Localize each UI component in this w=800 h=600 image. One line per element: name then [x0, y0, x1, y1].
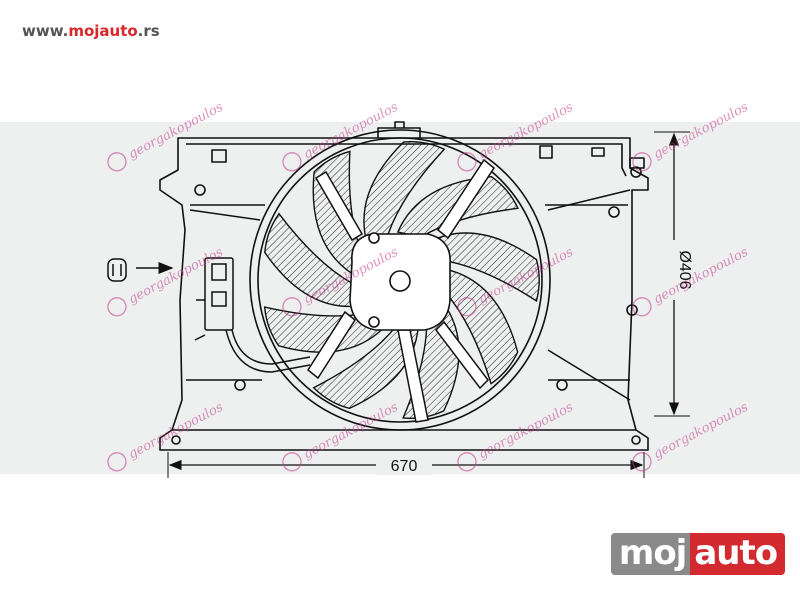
diameter-dimension-label: Ø406: [676, 250, 693, 289]
watermark-logo-icon: [632, 297, 652, 317]
watermark-logo-icon: [282, 297, 302, 317]
fan-struts: [189, 158, 631, 423]
site-url[interactable]: www.mojauto.rs: [22, 22, 160, 40]
watermark-logo-icon: [107, 297, 127, 317]
fan-blade: [363, 141, 446, 246]
watermark-logo-icon: [107, 452, 127, 472]
site-url-brand: mojauto: [68, 22, 138, 40]
plug-connector-icon: [107, 258, 127, 282]
watermark-logo-icon: [457, 152, 477, 172]
diameter-dimension: Ø406: [654, 131, 693, 417]
width-dimension: 670: [167, 452, 645, 478]
watermark-logo-icon: [632, 452, 652, 472]
fan-blade: [312, 323, 420, 410]
watermark-logo-icon: [632, 152, 652, 172]
fan-hub: [349, 232, 451, 331]
watermark-logo-icon: [457, 297, 477, 317]
width-dimension-label: 670: [391, 458, 418, 475]
watermark-logo-icon: [282, 152, 302, 172]
fan-blade: [264, 212, 361, 308]
motor-connector: [194, 257, 311, 373]
watermark-logo-icon: [457, 452, 477, 472]
fan-shroud: [159, 121, 649, 451]
fan-ring: [249, 129, 551, 431]
watermark-logo-icon: [107, 152, 127, 172]
fan-blade: [428, 232, 540, 302]
watermark-logo-icon: [282, 452, 302, 472]
